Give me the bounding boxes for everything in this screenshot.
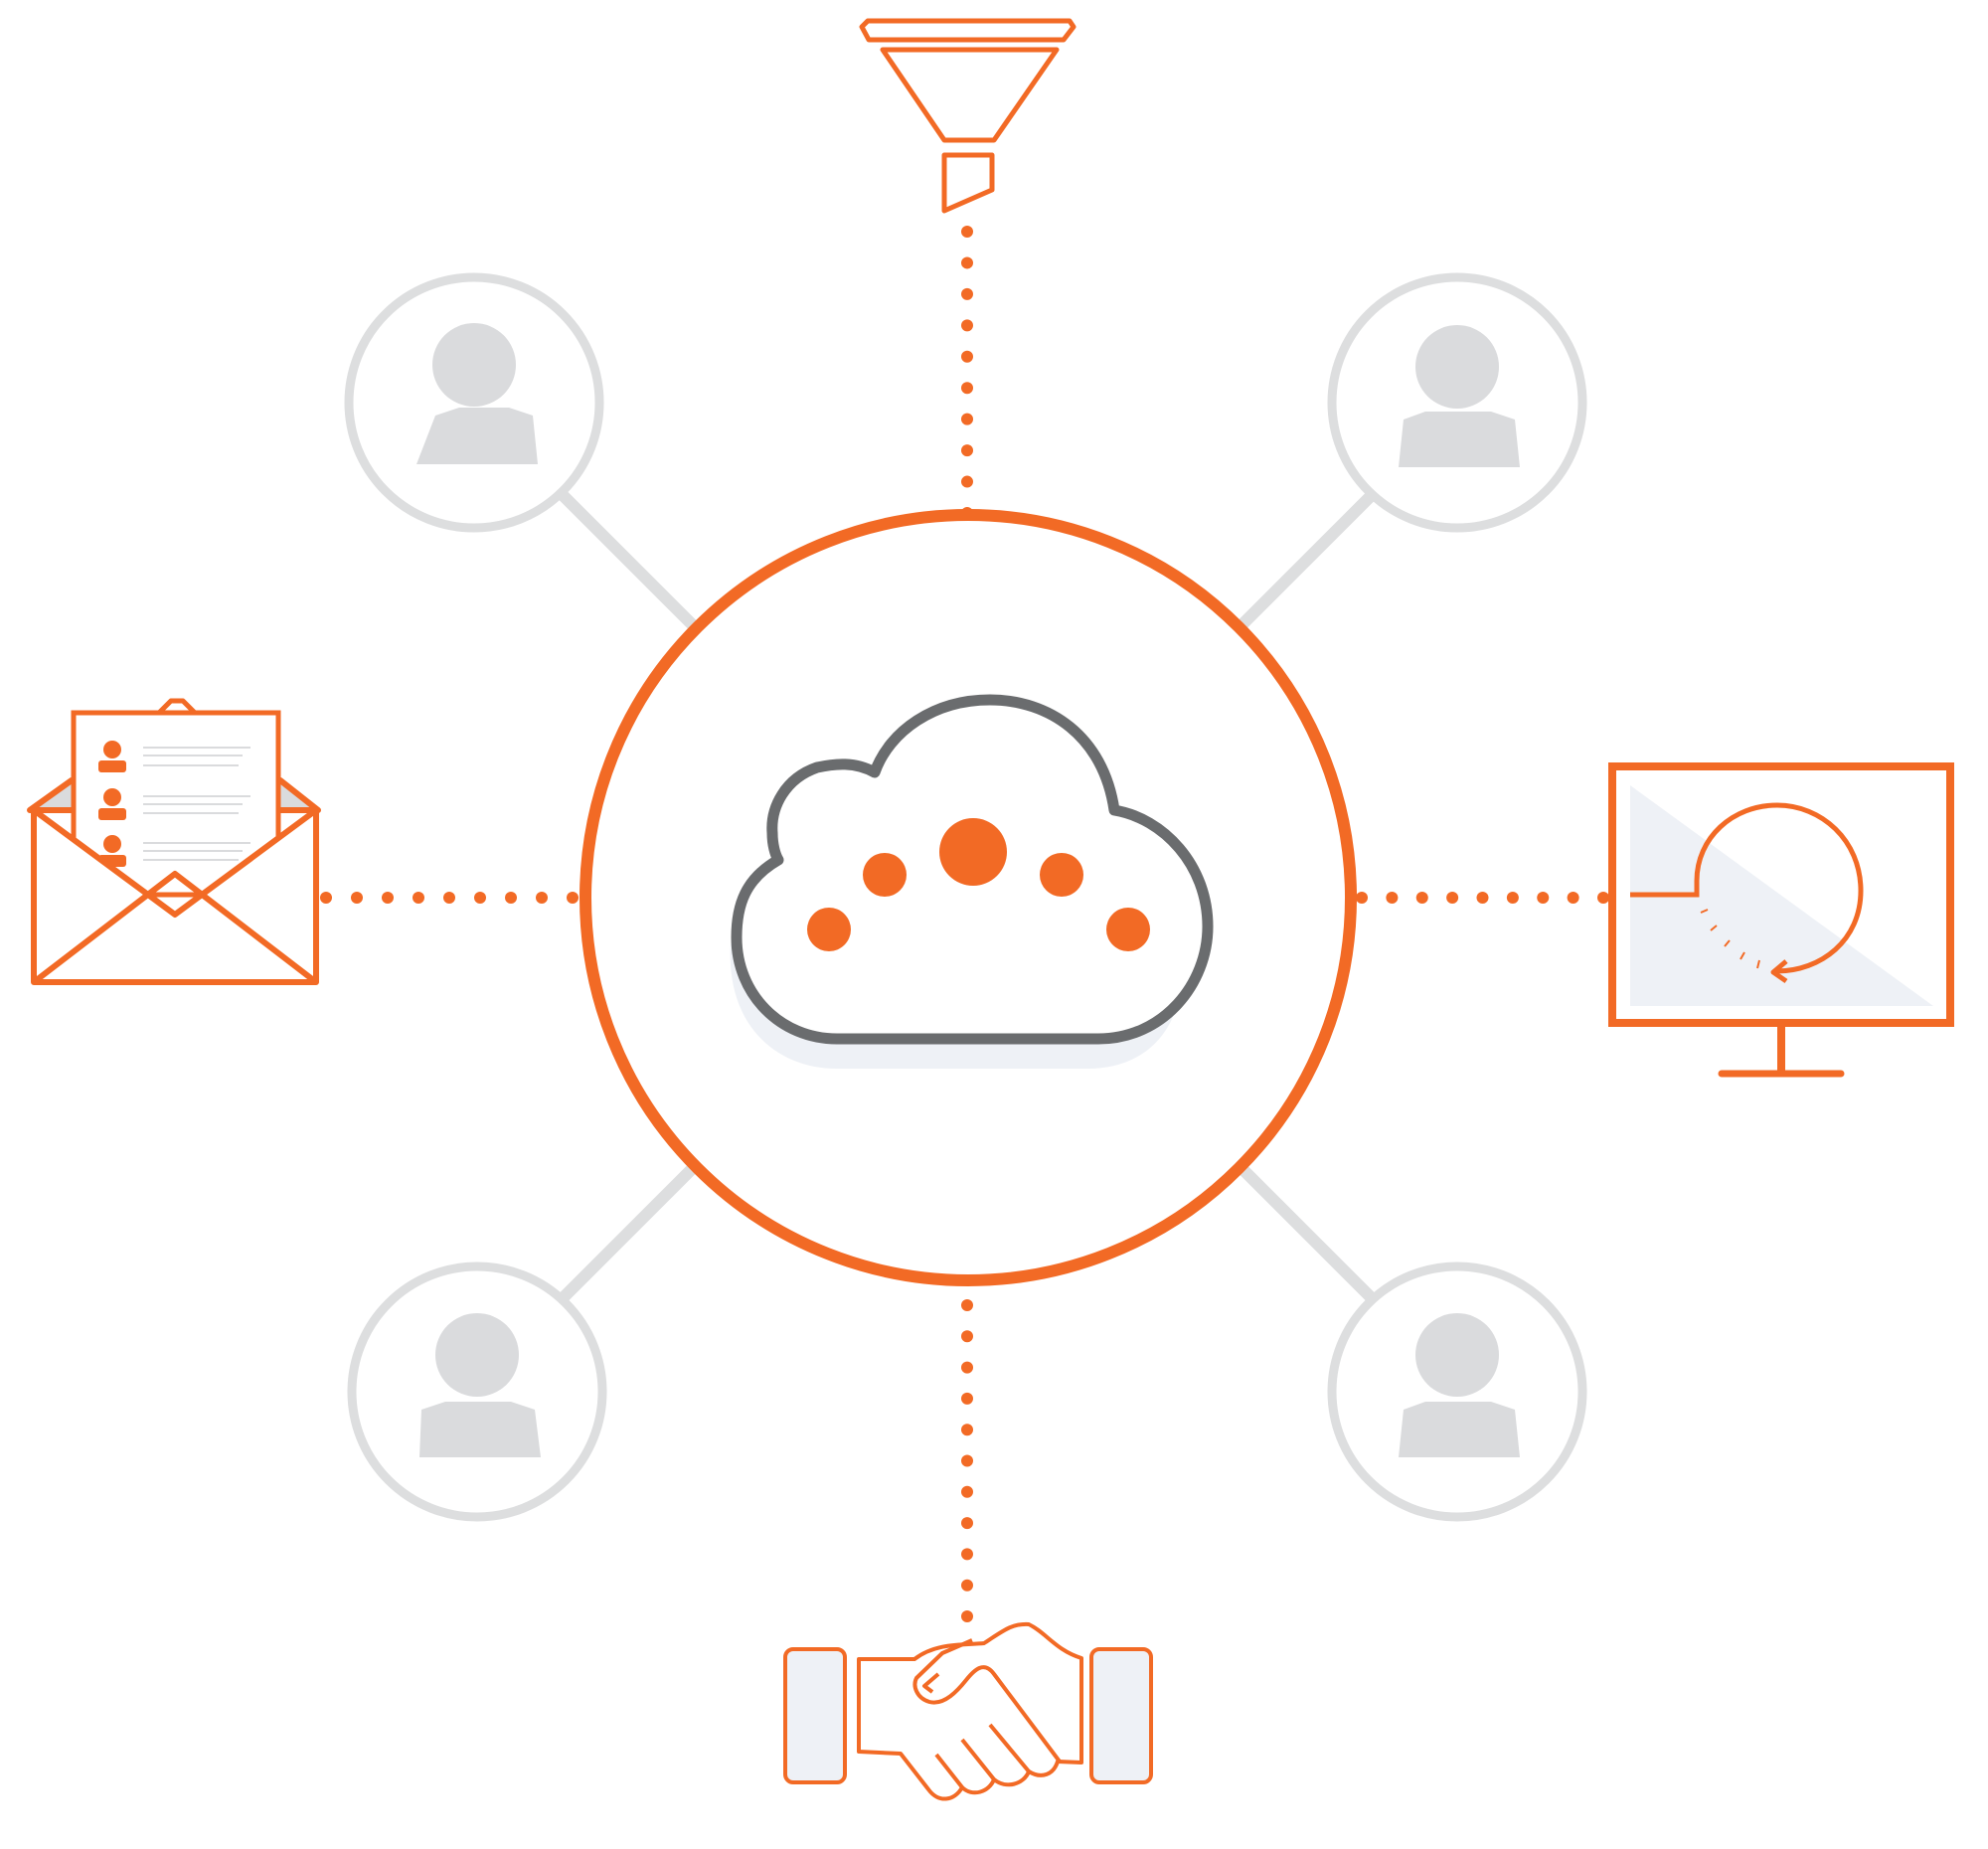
hub-node (580, 509, 1357, 1286)
cloud-dot (939, 818, 1007, 886)
connector-dot (961, 1424, 973, 1436)
cloud-dot (807, 908, 851, 951)
connector-dot (1446, 892, 1459, 904)
connector-dot (1386, 892, 1399, 904)
cloud-icon (730, 694, 1214, 1069)
connector-dot (1567, 892, 1579, 904)
connector-bottom-left (557, 1160, 701, 1304)
user-icon (1399, 325, 1520, 467)
user-icon (416, 323, 538, 464)
connector-top-left (557, 489, 701, 633)
user-icon (419, 1313, 541, 1457)
connector-dot (961, 1299, 973, 1311)
user-connector-lines (557, 489, 1378, 1304)
cloud-dot (1106, 908, 1150, 951)
connector-dot (1597, 892, 1609, 904)
connector-dot (961, 413, 973, 425)
connector-dot (474, 892, 486, 904)
connector-dot (1506, 892, 1519, 904)
connector-dot (351, 892, 363, 904)
connector-dot (413, 892, 424, 904)
cloud-dot (863, 853, 907, 897)
dotted-connector-bottom (961, 1299, 973, 1622)
connector-dot (961, 1330, 973, 1343)
connector-dot (961, 226, 973, 238)
cloud-dots (807, 818, 1150, 951)
connector-dot (961, 287, 973, 300)
dotted-connector-right (1356, 892, 1609, 904)
cloud-dot (1040, 853, 1083, 897)
connector-dot (961, 350, 973, 363)
connector-dot (961, 1517, 973, 1530)
connector-dot (567, 892, 579, 904)
dotted-connector-left (320, 892, 579, 904)
connector-dot (961, 382, 973, 395)
connector-dot (382, 892, 394, 904)
connector-dot (961, 1361, 973, 1374)
envelope-contacts-icon (27, 698, 321, 985)
refresh-icon (1630, 802, 1864, 984)
connector-dot (961, 475, 973, 488)
connector-dot (961, 1392, 973, 1405)
dotted-connector-top (961, 226, 973, 519)
funnel-icon (859, 18, 1077, 214)
user-node-bottom-left (347, 1261, 607, 1522)
connector-bottom-right (1234, 1160, 1378, 1304)
connector-dot (961, 1548, 973, 1561)
handshake-icon (783, 1621, 1153, 1801)
connector-dot (961, 1610, 973, 1622)
connector-dot (505, 892, 517, 904)
connector-dot (1537, 892, 1550, 904)
connector-dot (536, 892, 548, 904)
connector-dot (961, 1579, 973, 1592)
connector-top-right (1234, 489, 1378, 633)
connector-dot (1356, 892, 1368, 904)
connector-dot (961, 256, 973, 269)
connector-dot (961, 1454, 973, 1467)
connector-dot (961, 444, 973, 457)
connector-dot (1415, 892, 1428, 904)
monitor-refresh-icon (1608, 762, 1954, 1078)
connector-dot (320, 892, 332, 904)
connector-dot (961, 319, 973, 332)
user-node-bottom-right (1327, 1261, 1587, 1522)
connector-dot (961, 1485, 973, 1498)
user-node-top-left (344, 272, 604, 533)
connector-dot (1476, 892, 1489, 904)
right-cuff (1089, 1647, 1153, 1784)
user-icon (1399, 1313, 1520, 1457)
left-cuff (783, 1647, 847, 1784)
connector-dot (443, 892, 455, 904)
user-node-top-right (1327, 272, 1587, 533)
